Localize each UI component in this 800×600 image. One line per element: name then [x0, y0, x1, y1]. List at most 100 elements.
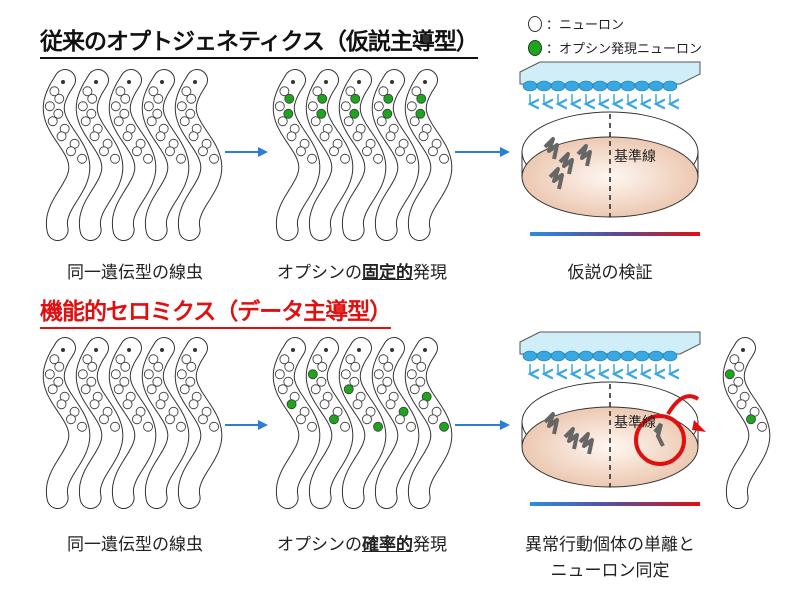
neuron — [439, 153, 449, 164]
neuron — [340, 421, 350, 432]
neuron — [188, 399, 199, 410]
baseline-label-bottom: 基準線 — [614, 415, 656, 431]
moving-worm — [576, 144, 592, 167]
worm — [141, 69, 190, 241]
neuron — [428, 146, 438, 157]
neuron — [376, 384, 387, 395]
abnormal-worm — [653, 422, 665, 447]
worm — [404, 337, 453, 509]
worm — [272, 337, 321, 509]
neuron — [340, 101, 351, 112]
led — [620, 350, 636, 362]
neuron — [406, 421, 416, 432]
neuron — [411, 86, 422, 97]
led — [620, 80, 636, 92]
worm — [305, 69, 354, 241]
neuron — [395, 146, 405, 157]
worm-head-dot — [741, 348, 745, 352]
neuron — [99, 146, 109, 157]
light-intensity-bar — [530, 232, 700, 236]
worm — [42, 69, 91, 241]
neuron — [415, 376, 426, 387]
neuron — [155, 399, 166, 410]
neuron — [279, 86, 290, 97]
neuron — [409, 384, 420, 395]
opsin-neuron — [284, 93, 295, 104]
neuron — [110, 421, 120, 432]
label-text: 発現 — [413, 535, 447, 555]
worm — [108, 337, 157, 509]
neuron — [115, 354, 126, 365]
neuron — [284, 361, 295, 372]
neuron — [119, 108, 130, 119]
neuron — [418, 399, 429, 410]
neuron — [186, 361, 197, 372]
opsin-neuron — [316, 108, 327, 119]
worm-head-dot — [291, 80, 295, 84]
led — [536, 350, 552, 362]
opsin-neuron — [415, 108, 426, 119]
neuron — [734, 361, 745, 372]
neuron — [47, 116, 58, 127]
neuron — [132, 414, 142, 425]
neuron — [77, 101, 88, 112]
conventional-optogenetics-title: 従来のオプトジェネティクス（仮説主導型） — [40, 22, 479, 59]
worm-head-dot — [357, 348, 361, 352]
functional-cellomics-title: 機能的セロミクス（データ主導型） — [40, 292, 392, 329]
neuron — [411, 354, 422, 365]
worm-head-dot — [160, 348, 164, 352]
opsin-neuron — [286, 399, 297, 410]
neuron — [345, 354, 356, 365]
panel — [519, 331, 701, 355]
neuron — [86, 108, 97, 119]
led — [536, 80, 552, 92]
neuron — [176, 101, 187, 112]
neuron — [307, 153, 317, 164]
light-panel — [519, 331, 701, 374]
neuron — [310, 384, 321, 395]
opsin-neuron — [307, 369, 318, 380]
arrow-head — [258, 420, 268, 430]
neuron — [736, 399, 747, 410]
neuron — [179, 384, 190, 395]
neuron — [310, 116, 321, 127]
neuron — [277, 384, 288, 395]
neuron — [279, 354, 290, 365]
worm — [722, 337, 771, 509]
neuron — [49, 354, 60, 365]
neuron — [406, 101, 417, 112]
led — [648, 350, 664, 362]
neuron — [176, 369, 187, 380]
neuron — [340, 153, 350, 164]
neuron — [319, 399, 330, 410]
led — [564, 80, 580, 92]
neuron — [99, 414, 109, 425]
opsin-neuron — [382, 108, 393, 119]
worm — [272, 69, 321, 241]
neuron — [757, 421, 767, 432]
neuron — [349, 376, 360, 387]
neuron — [286, 131, 297, 142]
neuron — [132, 146, 142, 157]
neuron — [87, 93, 98, 104]
worm-head-dot — [127, 348, 131, 352]
label-stochastic-expression: オプシンの確率的発現 — [262, 530, 462, 555]
neuron — [87, 361, 98, 372]
neuron — [148, 354, 159, 365]
worm-head-dot — [291, 348, 295, 352]
neuron — [119, 376, 130, 387]
neuron — [350, 361, 361, 372]
highlight-circle — [634, 414, 686, 466]
neuron — [382, 376, 393, 387]
neuron — [122, 131, 133, 142]
neuron — [113, 384, 124, 395]
neuron — [395, 414, 405, 425]
neuron — [143, 369, 154, 380]
led — [522, 80, 538, 92]
label-text: オプシンの — [277, 535, 362, 555]
worm-head-dot — [94, 348, 98, 352]
neuron — [165, 414, 175, 425]
neuron — [283, 376, 294, 387]
neuron — [274, 369, 285, 380]
moving-worm — [548, 167, 564, 190]
